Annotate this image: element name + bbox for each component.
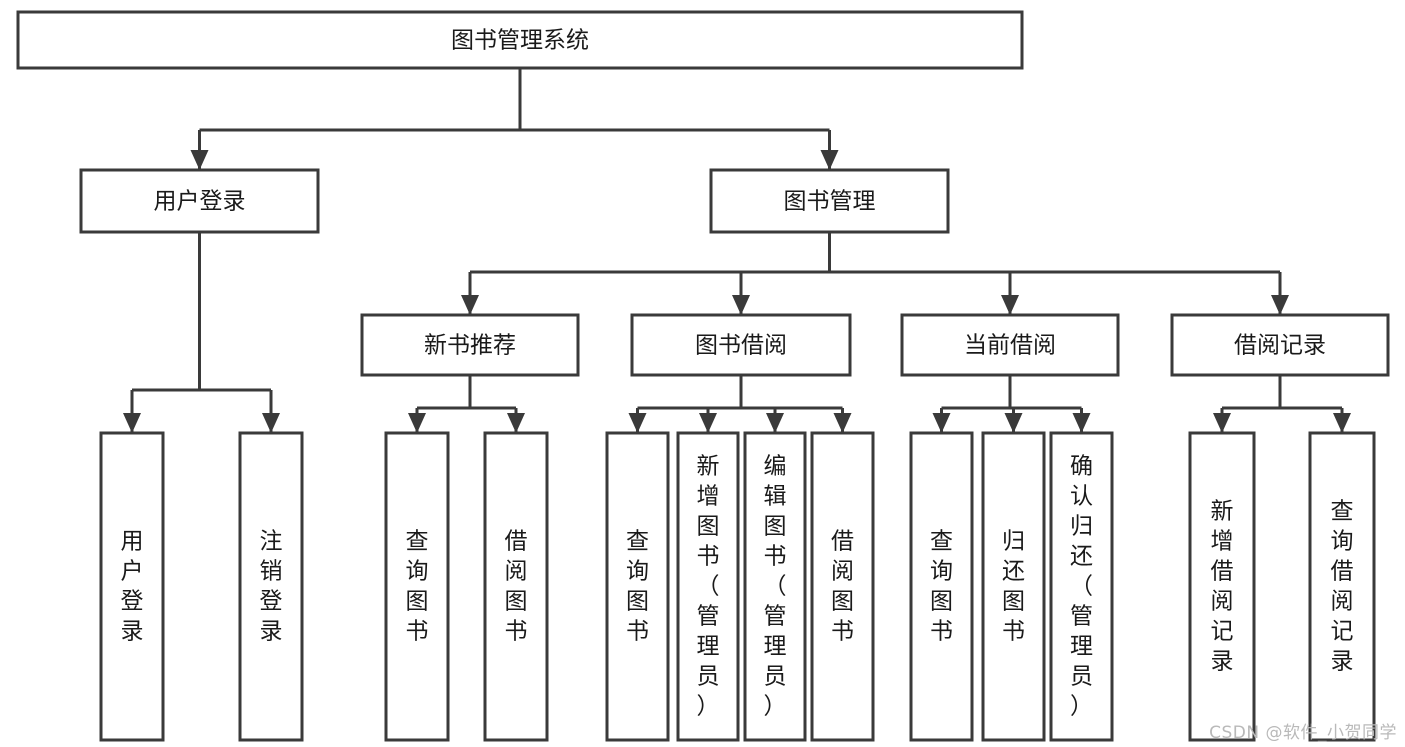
bookmgmt-to-level3-arrow-3 bbox=[1271, 295, 1289, 315]
node-leaf-8-rect bbox=[909, 431, 974, 742]
node-leaf-4-rect bbox=[605, 431, 670, 742]
node-leaf-6[interactable]: 编辑图书（管理员） bbox=[743, 431, 807, 742]
node-level2-1-rect bbox=[709, 168, 950, 234]
node-leaf-5[interactable]: 新增图书（管理员） bbox=[676, 431, 740, 742]
node-leaf-11[interactable]: 新增借阅记录 bbox=[1188, 431, 1256, 742]
node-level3-2-label: 当前借阅 bbox=[964, 333, 1056, 359]
node-leaf-8-label: 查询图书 bbox=[930, 528, 953, 644]
level3-3-to-leaves-arrow-1 bbox=[1333, 413, 1351, 433]
node-leaf-9-label: 归还图书 bbox=[1002, 528, 1025, 644]
node-level2-1[interactable]: 图书管理 bbox=[709, 168, 950, 234]
node-level3-3[interactable]: 借阅记录 bbox=[1170, 313, 1390, 377]
node-level3-0-label: 新书推荐 bbox=[424, 333, 516, 359]
node-level3-2[interactable]: 当前借阅 bbox=[900, 313, 1120, 377]
node-leaf-7-rect bbox=[810, 431, 875, 742]
node-level3-1[interactable]: 图书借阅 bbox=[630, 313, 852, 377]
bookmgmt-to-level3-arrow-0 bbox=[461, 295, 479, 315]
node-leaf-7[interactable]: 借阅图书 bbox=[810, 431, 875, 742]
node-leaf-10-rect bbox=[1049, 431, 1114, 742]
level3-0-to-leaves-arrow-1 bbox=[507, 413, 525, 433]
node-level3-0[interactable]: 新书推荐 bbox=[360, 313, 580, 377]
level3-1-to-leaves-arrow-0 bbox=[628, 413, 647, 433]
node-leaf-2-label: 查询图书 bbox=[406, 528, 429, 644]
node-leaf-11-label: 新增借阅记录 bbox=[1211, 498, 1234, 674]
node-leaf-0-rect bbox=[99, 431, 165, 742]
level3-2-to-leaves-arrow-1 bbox=[1004, 413, 1023, 433]
watermark-text: CSDN @软件_小贺同学 bbox=[1209, 723, 1397, 743]
node-leaf-4-label: 查询图书 bbox=[626, 528, 649, 644]
level3-0-to-leaves-arrow-0 bbox=[408, 413, 426, 433]
level3-1-to-leaves-arrow-1 bbox=[699, 413, 717, 433]
node-leaf-1[interactable]: 注销登录 bbox=[238, 431, 304, 742]
node-leaf-0[interactable]: 用户登录 bbox=[99, 431, 165, 742]
node-level3-2-rect bbox=[900, 313, 1120, 377]
level3-2-to-leaves-arrow-0 bbox=[932, 413, 951, 433]
bookmgmt-to-level3-arrow-2 bbox=[1001, 295, 1019, 315]
node-leaf-8[interactable]: 查询图书 bbox=[909, 431, 974, 742]
node-leaf-4[interactable]: 查询图书 bbox=[605, 431, 670, 742]
node-leaf-0-label: 用户登录 bbox=[121, 528, 144, 644]
node-leaf-1-rect bbox=[238, 431, 304, 742]
node-leaf-11-rect bbox=[1188, 431, 1256, 742]
node-level3-0-rect bbox=[360, 313, 580, 377]
node-leaf-2[interactable]: 查询图书 bbox=[384, 431, 450, 742]
node-level3-1-label: 图书借阅 bbox=[695, 333, 787, 359]
connector-layer bbox=[123, 68, 1351, 433]
root-to-level2-arrow-0 bbox=[190, 150, 209, 170]
node-level3-3-label: 借阅记录 bbox=[1234, 333, 1326, 359]
node-leaf-9[interactable]: 归还图书 bbox=[981, 431, 1046, 742]
node-leaf-10[interactable]: 确认归还（管理员） bbox=[1049, 431, 1114, 742]
node-level2-0-label: 用户登录 bbox=[154, 189, 246, 215]
node-leaf-12[interactable]: 查询借阅记录 bbox=[1308, 431, 1376, 742]
node-leaf-9-rect bbox=[981, 431, 1046, 742]
node-root-book-management-system-rect bbox=[16, 10, 1024, 70]
level3-3-to-leaves-arrow-0 bbox=[1213, 413, 1231, 433]
root-to-level2-arrow-1 bbox=[820, 150, 839, 170]
node-leaf-6-label: 编辑图书（管理员） bbox=[764, 453, 787, 719]
node-level2-1-label: 图书管理 bbox=[784, 189, 876, 215]
node-level3-1-rect bbox=[630, 313, 852, 377]
bookmgmt-to-level3-arrow-1 bbox=[732, 295, 750, 315]
node-leaf-10-label: 确认归还（管理员） bbox=[1070, 453, 1093, 719]
node-leaf-12-rect bbox=[1308, 431, 1376, 742]
level3-1-to-leaves-arrow-2 bbox=[766, 413, 784, 433]
node-root-book-management-system-label: 图书管理系统 bbox=[451, 28, 589, 54]
node-leaf-3[interactable]: 借阅图书 bbox=[483, 431, 549, 742]
node-leaf-2-rect bbox=[384, 431, 450, 742]
node-level3-3-rect bbox=[1170, 313, 1390, 377]
userlogin-to-leaves-arrow-1 bbox=[262, 413, 280, 433]
node-leaf-3-label: 借阅图书 bbox=[505, 528, 528, 644]
node-level2-0-rect bbox=[79, 168, 320, 234]
node-leaf-5-label: 新增图书（管理员） bbox=[697, 453, 720, 719]
level3-2-to-leaves-arrow-2 bbox=[1072, 413, 1091, 433]
node-leaf-1-label: 注销登录 bbox=[260, 528, 283, 644]
userlogin-to-leaves-arrow-0 bbox=[123, 413, 141, 433]
node-layer: 图书管理系统用户登录图书管理新书推荐图书借阅当前借阅借阅记录用户登录注销登录查询… bbox=[16, 10, 1390, 742]
node-leaf-5-rect bbox=[676, 431, 740, 742]
node-leaf-12-label: 查询借阅记录 bbox=[1331, 498, 1354, 674]
node-root-book-management-system[interactable]: 图书管理系统 bbox=[16, 10, 1024, 70]
node-leaf-6-rect bbox=[743, 431, 807, 742]
node-leaf-7-label: 借阅图书 bbox=[831, 528, 854, 644]
node-level2-0[interactable]: 用户登录 bbox=[79, 168, 320, 234]
node-leaf-3-rect bbox=[483, 431, 549, 742]
level3-1-to-leaves-arrow-3 bbox=[833, 413, 852, 433]
